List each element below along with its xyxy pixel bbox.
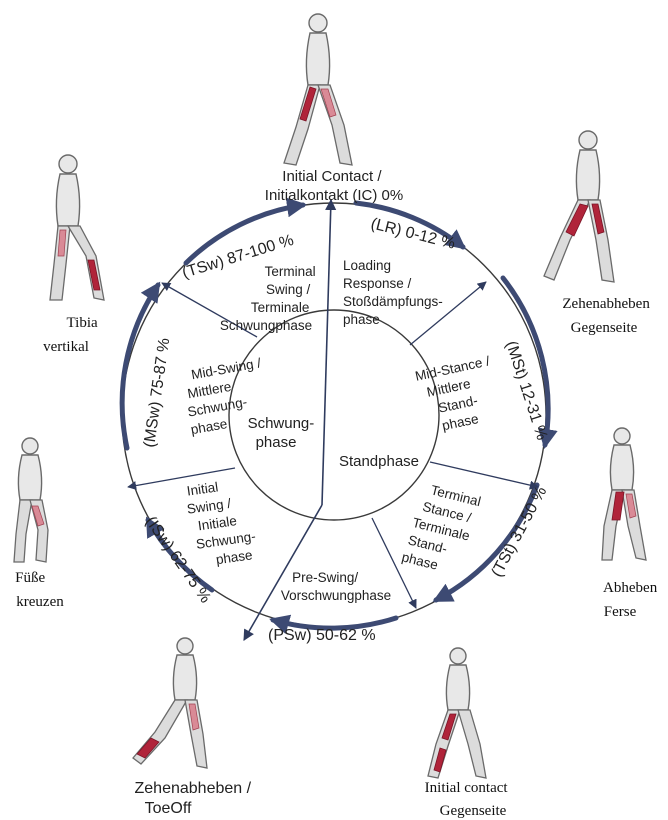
inner-swing-label: Schwung- phase [248,415,319,451]
toe-off-label: Zehenabheben / ToeOff [135,780,256,817]
caption-opposite-initial-contact: Initial contact Gegenseite [425,780,512,819]
walking-figure-icon [133,638,207,768]
walking-figure-icon [602,428,646,560]
walking-figure-icon [14,438,48,562]
phase-initial-swing: Initial Swing / Initiale Schwung- phase [183,475,262,571]
caption-opposite-toe-off: Zehenabheben Gegenseite [562,296,653,336]
arc-label-tst: (TSt) 31-50 % [489,484,551,580]
arc-label-msw: (MSw) 75-87 % [141,337,173,449]
spoke-mst-tst [430,462,538,487]
phase-pre-swing: Pre-Swing/ Vorschwungphase [281,570,391,603]
walking-figure-icon [50,155,104,300]
phase-mid-stance: Mid-Stance / Mittlere Stand- phase [414,353,506,437]
inner-stance-label: Standphase [339,453,419,470]
caption-heel-rise: Abheben Ferse [603,580,661,620]
arc-label-psw: (PSw) 50-62 % [268,627,376,644]
caption-feet-adjacent: Füße kreuzen [15,570,64,610]
spoke-ic [322,200,331,505]
initial-contact-label: Initial Contact / Initialkontakt (IC) 0% [265,168,403,204]
caption-tibia-vertical: Tibia vertikal [43,315,101,355]
walking-figure-icon [284,14,352,165]
walking-figure-icon [544,131,614,282]
spoke-lr-mst [410,282,486,345]
walking-figure-icon [428,648,486,778]
arc-label-lr: (LR) 0-12 % [369,215,457,252]
phase-terminal-swing: Terminal Swing / Terminale Schwungphase [220,264,320,333]
phase-loading-response: Loading Response / Stoßdämpfungs- phase [343,258,447,327]
phase-terminal-stance: Terminal Stance / Terminale Stand- phase [400,479,486,580]
